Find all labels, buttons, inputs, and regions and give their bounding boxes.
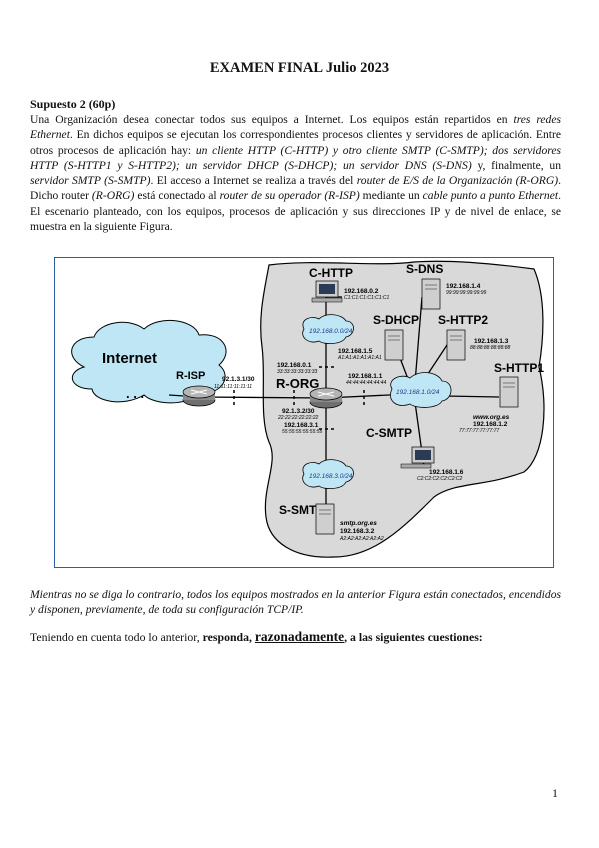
paragraph-run: tres redes Ethernet bbox=[30, 113, 561, 142]
question-intro: Teniendo en cuenta todo lo anterior, res… bbox=[30, 629, 483, 644]
svg-text:192.168.1.0/24: 192.168.1.0/24 bbox=[396, 389, 440, 396]
router-org-icon bbox=[309, 387, 343, 409]
r-org-right-mac: 44:44:44:44:44:44 bbox=[346, 380, 387, 386]
c-http-ip: 192.168.0.2 bbox=[344, 288, 379, 295]
s-http1-name: www.org.es bbox=[473, 414, 510, 421]
paragraph-run: (R-ORG) bbox=[91, 189, 135, 203]
paragraph-run: mediante un bbox=[359, 189, 423, 203]
s-smtp-name: smtp.org.es bbox=[340, 520, 377, 527]
svg-text:192.168.3.0/24: 192.168.3.0/24 bbox=[309, 473, 353, 480]
c-smtp-pc-icon bbox=[400, 446, 435, 469]
s-smtp-server-icon bbox=[315, 503, 335, 535]
r-org-bottom-ip: 192.168.3.1 bbox=[284, 422, 319, 429]
r-org-label: R-ORG bbox=[276, 376, 319, 391]
internet-ellipsis: . . . bbox=[126, 386, 144, 401]
paragraph-run: . Dicho router bbox=[30, 174, 562, 203]
s-http1-ip: 192.168.1.2 bbox=[473, 421, 508, 428]
c-smtp-label: C-SMTP bbox=[366, 426, 412, 440]
paragraph-run: servidor SMTP (S-SMTP) bbox=[30, 174, 151, 188]
router-isp-icon bbox=[182, 385, 216, 407]
s-smtp-mac: A2:A2:A2:A2:A2:A2 bbox=[339, 536, 384, 542]
network-cloud-3: 192.168.3.0/24 bbox=[302, 459, 354, 490]
r-isp-ip: 92.1.3.1/30 bbox=[222, 376, 255, 383]
paragraph-run: está conectado al bbox=[134, 189, 220, 203]
s-dns-label: S-DNS bbox=[406, 262, 443, 276]
svg-text:192.168.0.0/24: 192.168.0.0/24 bbox=[309, 328, 353, 335]
s-dhcp-ip: 192.168.1.5 bbox=[338, 348, 373, 355]
s-smtp-label: S-SMTP bbox=[279, 503, 324, 517]
s-http2-ip: 192.168.1.3 bbox=[474, 338, 509, 345]
assumption-note: Mientras no se diga lo contrario, todos … bbox=[30, 588, 561, 617]
paragraph-run: un cliente HTTP (C-HTTP) y otro cliente … bbox=[30, 143, 561, 172]
r-org-top-ip: 192.168.0.1 bbox=[277, 362, 312, 369]
paragraph-run: . El escenario planteado, con los equipo… bbox=[30, 189, 561, 234]
page-number: 1 bbox=[552, 786, 558, 800]
s-dns-ip: 192.168.1.4 bbox=[446, 283, 481, 290]
section-heading: Supuesto 2 (60p) bbox=[30, 97, 116, 111]
r-isp-mac: 11:11:11:11:11:11 bbox=[214, 384, 252, 390]
s-dhcp-label: S-DHCP bbox=[373, 313, 419, 327]
paragraph-run: . En dichos equipos se ejecutan los corr… bbox=[30, 128, 561, 157]
r-org-right-ip: 192.168.1.1 bbox=[348, 373, 383, 380]
s-http1-mac: 77:77:77:77:77:77 bbox=[459, 428, 500, 434]
internet-label: Internet bbox=[102, 350, 157, 367]
intro-paragraph: Una Organización desea conectar todos su… bbox=[30, 112, 561, 234]
s-dns-mac: 99:99:99:99:99:99 bbox=[446, 290, 487, 296]
r-org-wan-ip: 92.1.3.2/30 bbox=[282, 408, 315, 415]
r-org-wan-mac: 22:22:22:22:22:22 bbox=[277, 415, 319, 421]
s-http2-mac: 88:88:88:88:88:88 bbox=[470, 345, 511, 351]
paragraph-run: Una Organización desea conectar todos su… bbox=[30, 113, 514, 126]
paragraph-run: y, finalmente, un bbox=[471, 158, 562, 172]
network-cloud-1: 192.168.1.0/24 bbox=[390, 372, 452, 408]
r-org-top-mac: 33:33:33:33:33:33 bbox=[277, 369, 318, 375]
s-dhcp-mac: A1:A1:A1:A1:A1:A1 bbox=[337, 355, 382, 361]
r-isp-label: R-ISP bbox=[176, 370, 205, 382]
c-http-pc-icon bbox=[311, 280, 343, 303]
paragraph-run: . El acceso a Internet se realiza a trav… bbox=[150, 174, 357, 188]
s-http2-label: S-HTTP2 bbox=[438, 313, 488, 327]
paragraph-run: router de E/S de la Organización (R-ORG) bbox=[356, 174, 559, 188]
paragraph-run: router de su operador (R-ISP) bbox=[219, 189, 360, 203]
network-diagram: Internet . . . 192.168.0.0/24 192.168.1.… bbox=[54, 257, 554, 568]
c-http-mac: C1:C1:C1:C1:C1:C1 bbox=[344, 295, 390, 301]
c-smtp-mac: C2:C2:C2:C2:C2:C2 bbox=[417, 476, 463, 482]
link-segment-marks bbox=[233, 366, 365, 430]
c-smtp-ip: 192.168.1.6 bbox=[429, 469, 464, 476]
network-cloud-0: 192.168.0.0/24 bbox=[302, 314, 354, 345]
s-dhcp-server-icon bbox=[384, 329, 404, 361]
s-http2-server-icon bbox=[446, 329, 466, 361]
exam-title: EXAMEN FINAL Julio 2023 bbox=[209, 60, 390, 76]
s-http1-label: S-HTTP1 bbox=[494, 361, 544, 375]
s-http1-server-icon bbox=[499, 376, 519, 408]
internet-cloud bbox=[71, 319, 227, 404]
paragraph-run: cable punto a punto Ethernet bbox=[422, 189, 559, 203]
s-smtp-ip: 192.168.3.2 bbox=[340, 528, 375, 535]
r-org-bottom-mac: 55:55:55:55:55:55 bbox=[282, 429, 323, 435]
c-http-label: C-HTTP bbox=[309, 266, 353, 280]
s-dns-server-icon bbox=[421, 278, 441, 310]
